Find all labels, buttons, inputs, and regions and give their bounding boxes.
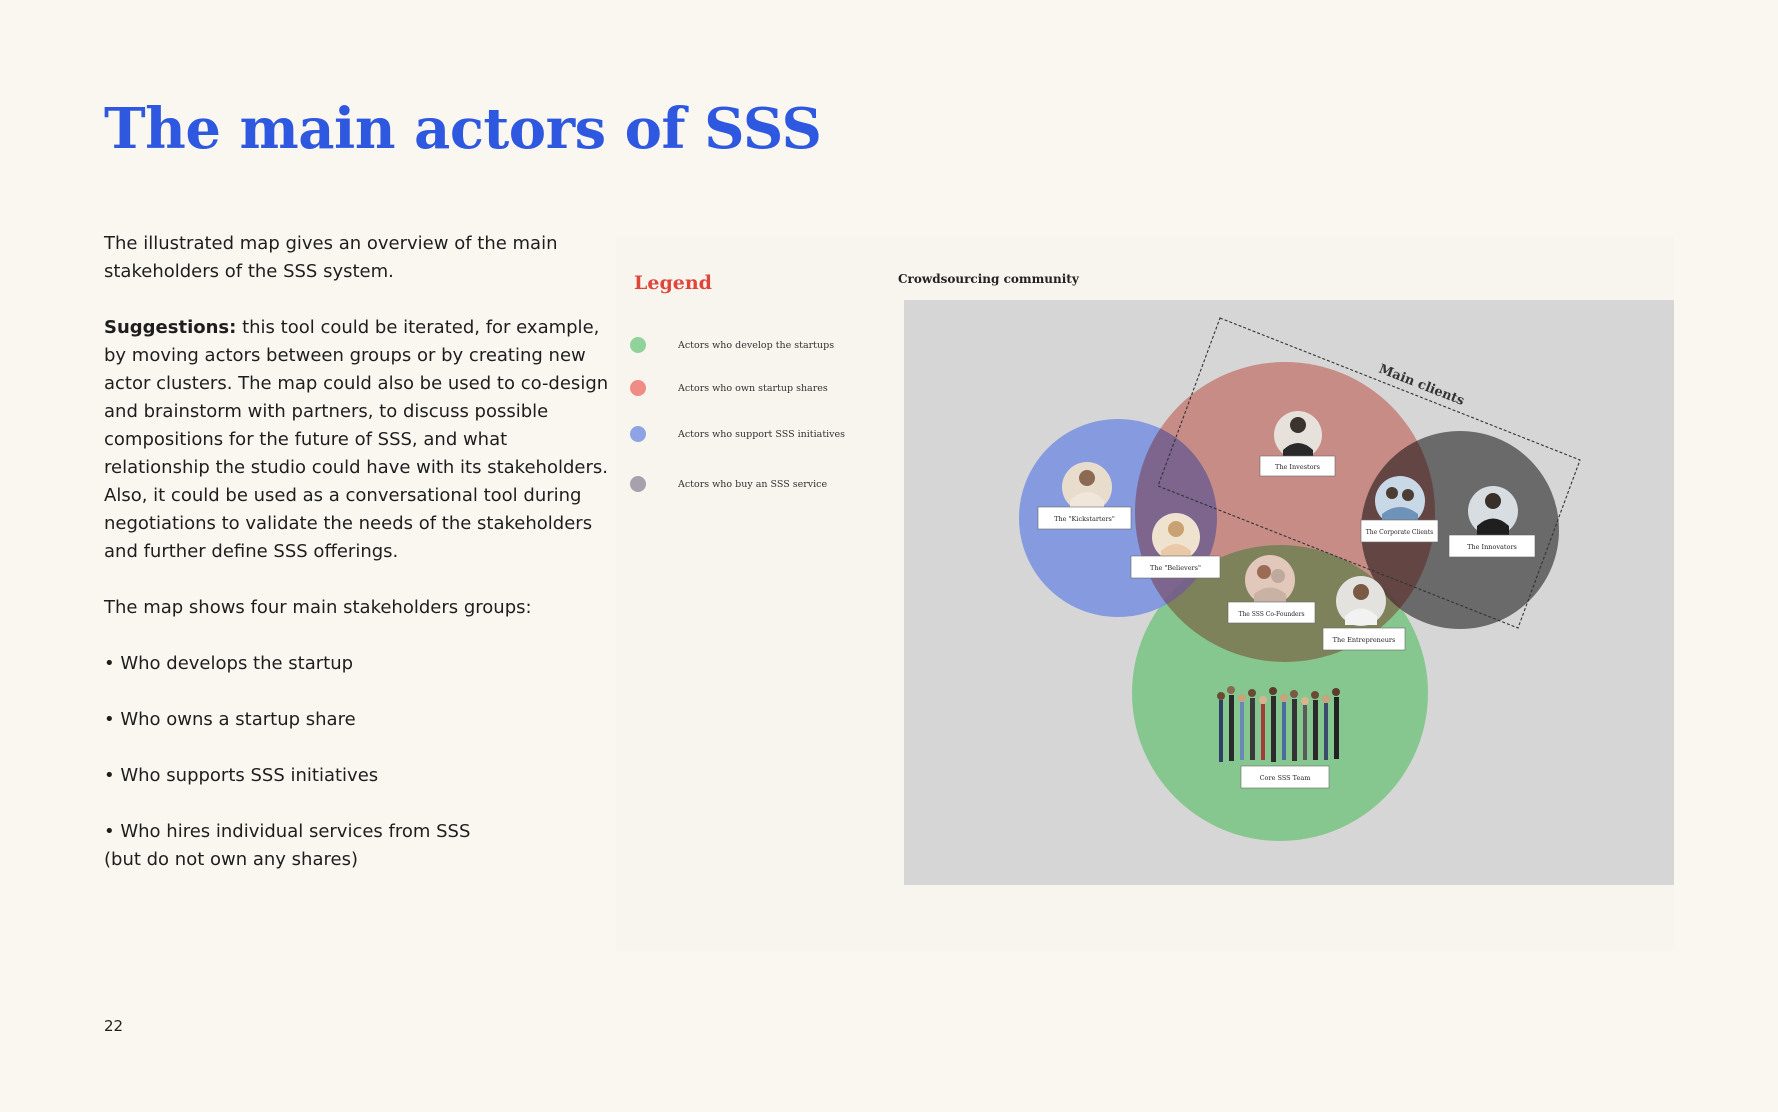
bullet-note: (but do not own any shares) — [104, 849, 358, 870]
legend-label: Actors who own startup shares — [678, 382, 828, 394]
intro-paragraph: The illustrated map gives an overview of… — [104, 233, 558, 282]
legend-dot-green — [630, 337, 646, 353]
svg-text:The Entrepreneurs: The Entrepreneurs — [1333, 636, 1396, 644]
svg-text:The SSS Co-Founders: The SSS Co-Founders — [1238, 611, 1304, 618]
legend-label: Actors who develop the startups — [678, 339, 835, 351]
label-corporate-clients: The Corporate Clients — [1360, 519, 1439, 543]
avatar-believers — [1152, 513, 1200, 561]
legend-label: Actors who buy an SSS service — [678, 478, 828, 490]
legend-title: Legend — [634, 272, 712, 294]
bullet-hires: • Who hires individual services from SSS — [104, 821, 471, 842]
legend-dot-blue — [630, 426, 646, 442]
svg-text:The Corporate Clients: The Corporate Clients — [1366, 529, 1434, 536]
legend-item-buy: Actors who buy an SSS service — [630, 475, 827, 493]
diagram-title: Crowdsourcing community — [898, 272, 1079, 286]
legend-label: Actors who support SSS initiatives — [678, 428, 846, 440]
avatar-entrepreneurs — [1336, 576, 1386, 626]
svg-text:The Investors: The Investors — [1275, 463, 1320, 471]
suggestions-label: Suggestions: — [104, 317, 237, 338]
legend-item-develop: Actors who develop the startups — [630, 336, 834, 354]
avatar-innovators — [1468, 486, 1518, 536]
svg-text:The "Believers": The "Believers" — [1150, 564, 1201, 572]
legend-item-own: Actors who own startup shares — [630, 379, 828, 397]
avatar-co-founders — [1245, 555, 1295, 605]
svg-text:The "Kickstarters": The "Kickstarters" — [1054, 515, 1115, 523]
body-text: The illustrated map gives an overview of… — [104, 230, 614, 874]
svg-text:The Innovators: The Innovators — [1467, 543, 1517, 551]
bullet-owns: • Who owns a startup share — [104, 709, 356, 730]
avatar-kickstarters — [1062, 462, 1112, 512]
label-co-founders: The SSS Co-Founders — [1227, 601, 1316, 624]
label-believers: The "Believers" — [1130, 555, 1221, 579]
legend-dot-red — [630, 380, 646, 396]
svg-text:Core SSS Team: Core SSS Team — [1260, 774, 1311, 782]
label-investors: The Investors — [1259, 455, 1336, 477]
legend-item-support: Actors who support SSS initiatives — [630, 425, 845, 443]
label-core-team: Core SSS Team — [1240, 765, 1330, 789]
bullet-supports: • Who supports SSS initiatives — [104, 765, 379, 786]
page-number: 22 — [104, 1017, 124, 1035]
core-team-photo — [1217, 686, 1340, 762]
avatar-corporate-clients — [1375, 476, 1425, 526]
suggestions-text: this tool could be iterated, for example… — [104, 317, 609, 562]
label-entrepreneurs: The Entrepreneurs — [1322, 627, 1406, 651]
legend-dot-grey — [630, 476, 646, 492]
avatar-investors — [1274, 411, 1322, 459]
suggestions-paragraph: Suggestions: this tool could be iterated… — [104, 314, 614, 566]
groups-intro: The map shows four main stakeholders gro… — [104, 597, 532, 618]
label-kickstarters: The "Kickstarters" — [1037, 506, 1132, 530]
label-innovators: The Innovators — [1448, 534, 1536, 558]
page-title: The main actors of SSS — [104, 96, 822, 162]
bullet-develops: • Who develops the startup — [104, 653, 354, 674]
